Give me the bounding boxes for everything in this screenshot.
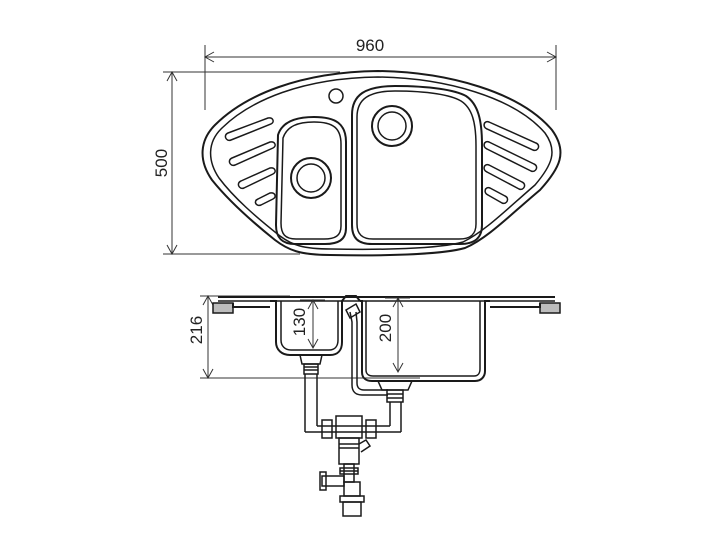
- side-large-bowl: [360, 300, 490, 382]
- trap-assembly: [319, 437, 372, 517]
- top-view: 960 500: [152, 36, 562, 257]
- large-bowl-depth-dimension: 200: [376, 296, 410, 374]
- width-label: 960: [356, 36, 384, 55]
- side-view: 216 130 2: [187, 294, 561, 517]
- right-end-cap: [539, 302, 561, 314]
- small-bowl-depth-dimension: 130: [290, 298, 325, 350]
- depth-dimension: 500: [152, 70, 340, 256]
- width-dimension: 960: [203, 36, 558, 110]
- sink-outer-outline: [201, 69, 562, 257]
- small-bowl-depth-label: 130: [290, 308, 309, 336]
- small-bowl: [274, 115, 347, 245]
- left-end-cap: [212, 302, 234, 314]
- small-bowl-drain-inner: [296, 163, 326, 193]
- sink-inner-outline: [209, 76, 553, 251]
- large-bowl-drain-inner: [377, 111, 407, 141]
- side-small-bowl: [270, 300, 343, 356]
- overflow-tube: [349, 311, 388, 396]
- tap-hole: [328, 88, 344, 104]
- large-bowl-drain: [371, 105, 413, 147]
- large-drain-fitting: [376, 380, 414, 432]
- large-bowl-depth-label: 200: [376, 314, 395, 342]
- small-bowl-inner: [280, 121, 342, 240]
- small-bowl-drain: [290, 157, 332, 199]
- large-bowl: [351, 84, 483, 245]
- small-drain-fitting: [299, 354, 323, 432]
- height-label: 216: [187, 316, 206, 344]
- depth-label: 500: [152, 149, 171, 177]
- connecting-pipe: [305, 415, 401, 439]
- left-drainer-grooves: [224, 117, 276, 207]
- large-bowl-inner: [356, 90, 477, 240]
- right-drainer-grooves: [483, 120, 540, 205]
